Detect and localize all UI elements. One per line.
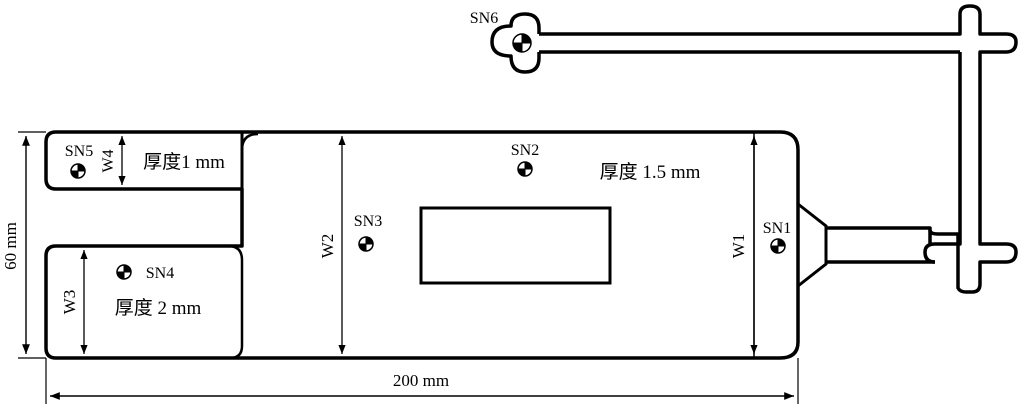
sensor-label: SN6 — [470, 10, 498, 27]
thickness-main-label: 厚度 1.5 mm — [600, 161, 701, 183]
sensor-label: SN2 — [511, 142, 539, 159]
plate-outline — [44, 130, 800, 360]
segment-border — [240, 132, 259, 151]
sensor-label: SN1 — [763, 220, 791, 237]
sensor-sn1: SN1 — [763, 220, 791, 254]
sensor-sn5: SN5 — [65, 143, 93, 179]
thickness-top-tab-label: 厚度1 mm — [143, 151, 225, 173]
sensor-sn3: SN3 — [354, 213, 382, 252]
w2-label: W2 — [318, 234, 337, 259]
connector-neck — [797, 202, 828, 288]
sensor-label: SN3 — [354, 213, 382, 230]
w4-label: W4 — [100, 149, 117, 172]
sensor-sn2: SN2 — [511, 142, 539, 177]
cable-bracket — [490, 4, 1018, 294]
height-label: 60 mm — [1, 222, 20, 270]
center-window — [419, 206, 612, 285]
w3-label: W3 — [60, 290, 79, 315]
sensor-label: SN4 — [146, 265, 174, 282]
sensor-sn6: SN6 — [470, 10, 532, 53]
sensor-label: SN5 — [65, 143, 93, 160]
thickness-bottom-tab-label: 厚度 2 mm — [115, 297, 202, 319]
w1-label: W1 — [729, 234, 748, 259]
sensor-sn4: SN4 — [116, 264, 174, 282]
bottom-tab-border — [227, 244, 244, 360]
length-label: 200 mm — [393, 371, 449, 390]
